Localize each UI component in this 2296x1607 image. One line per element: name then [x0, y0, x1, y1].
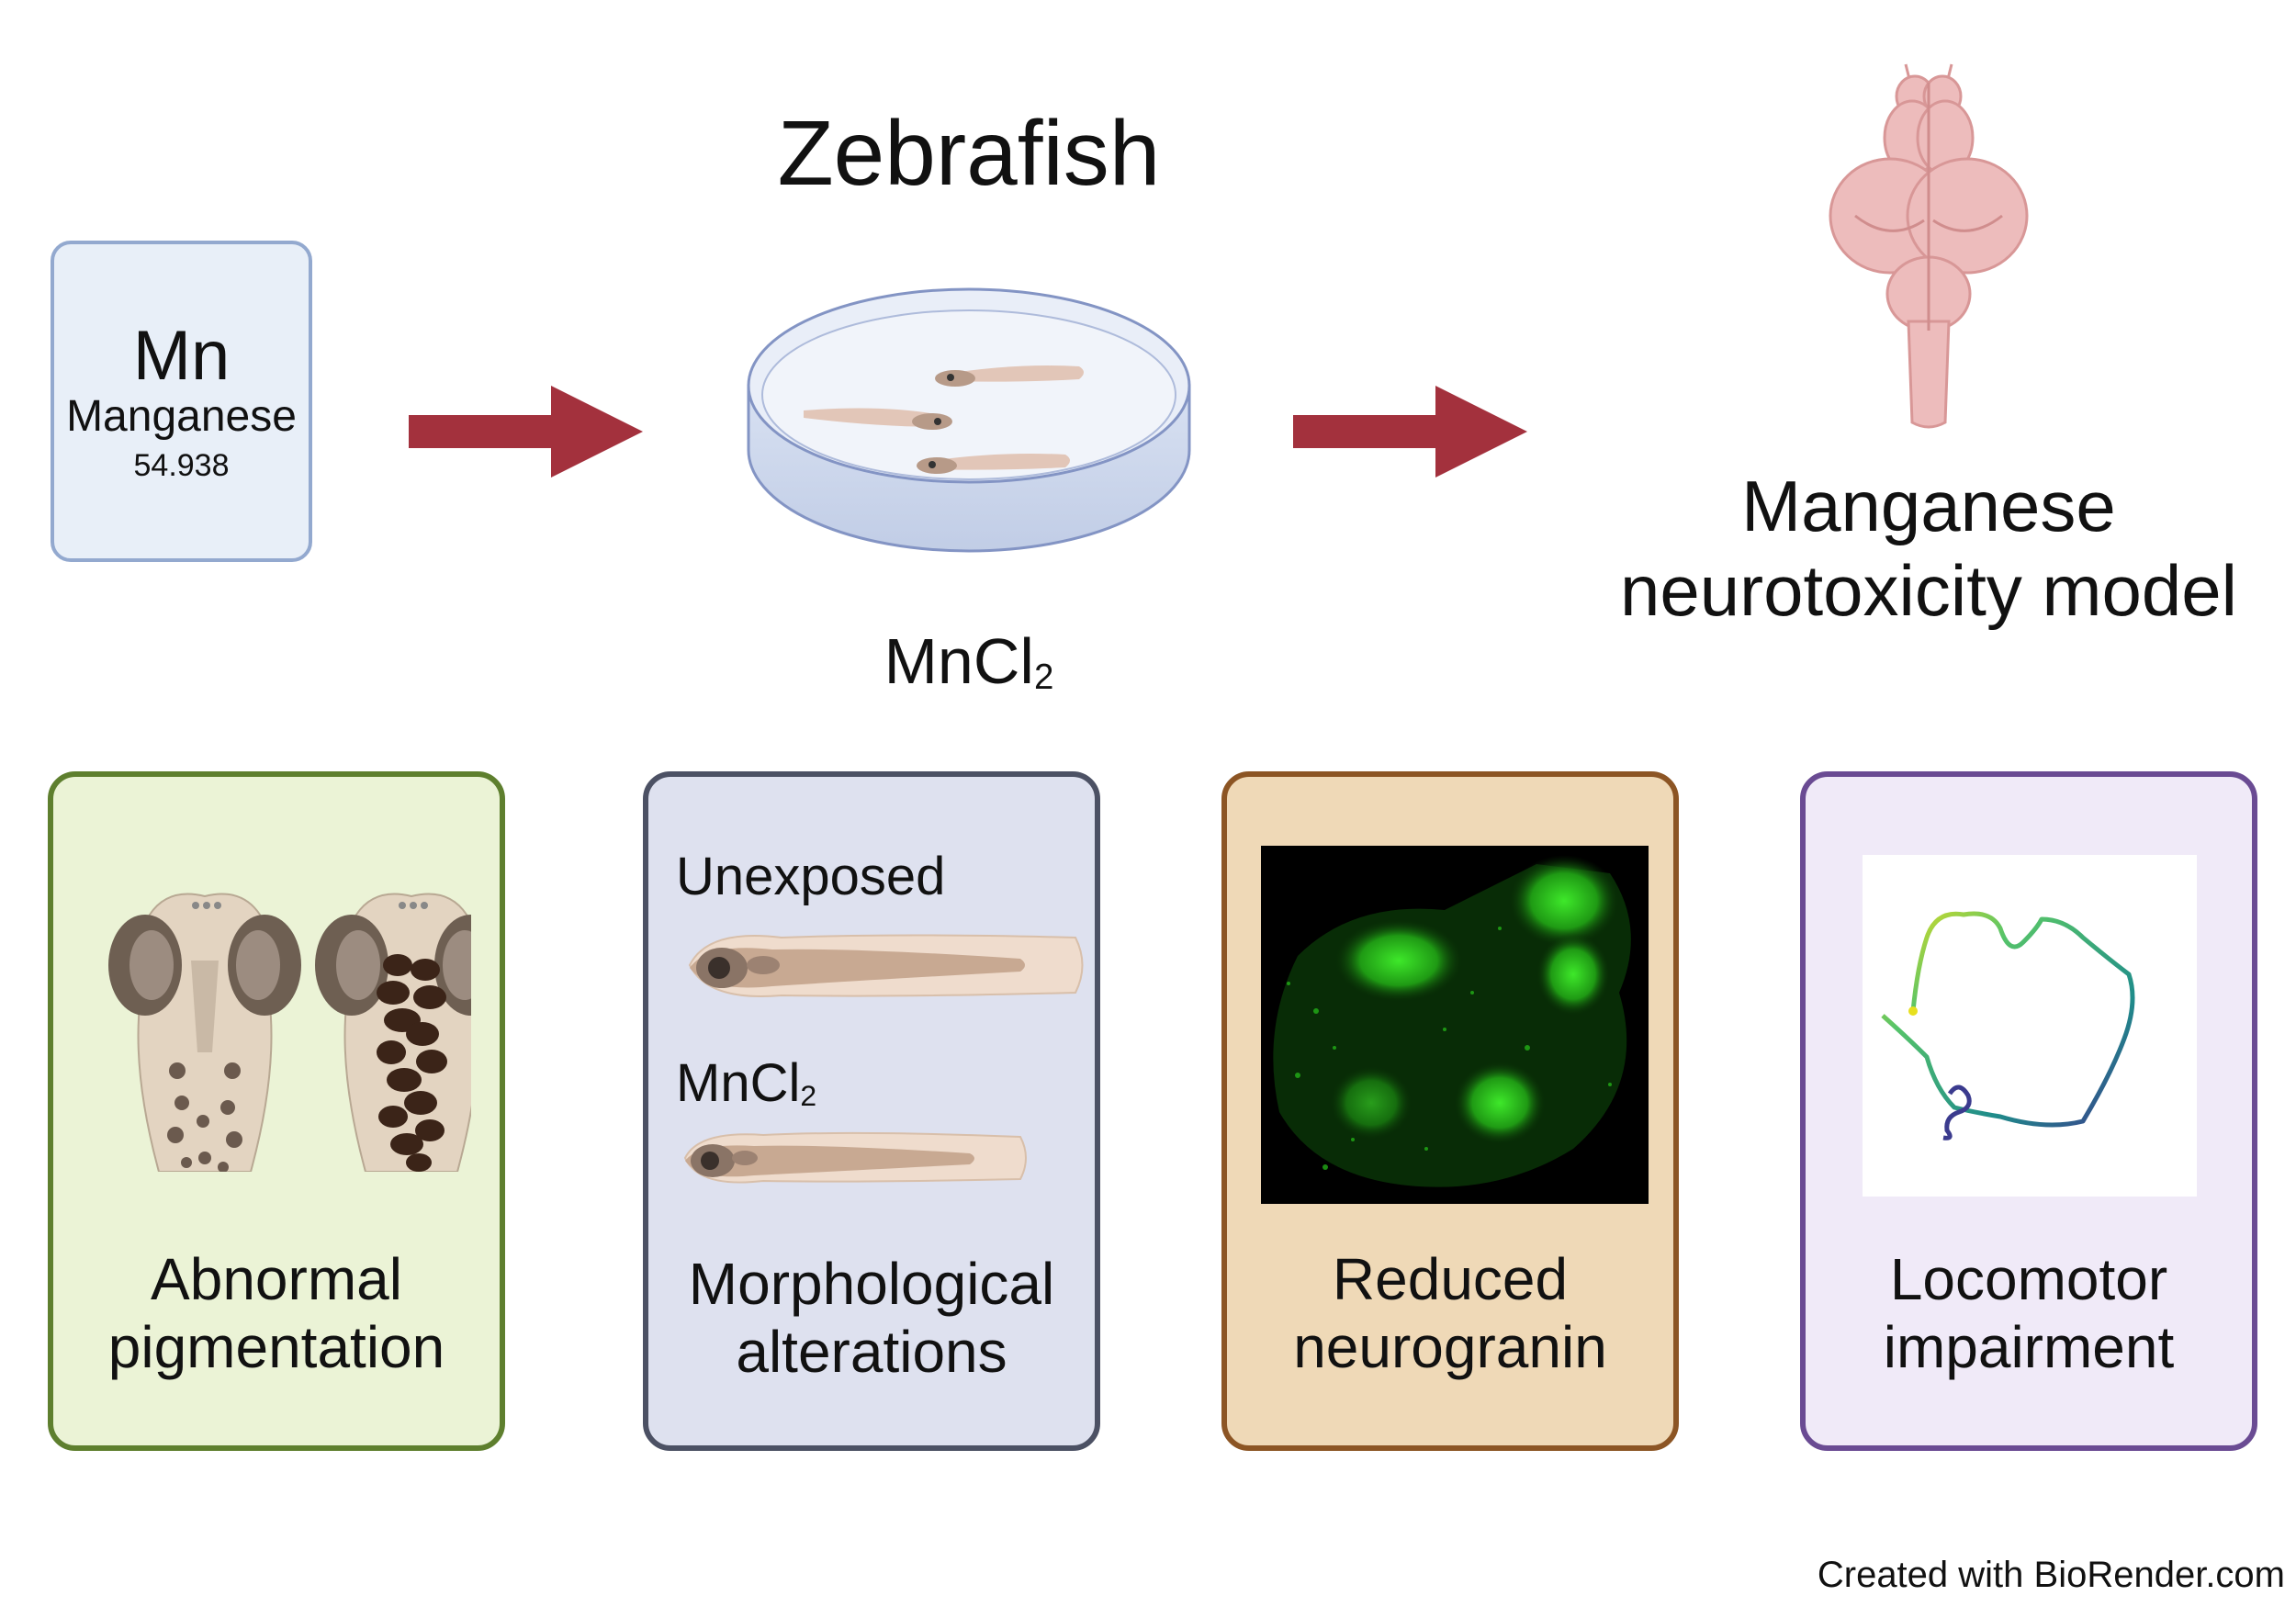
footer-credit: Created with BioRender.com — [1817, 1555, 2285, 1595]
card-label-line1: Morphological — [688, 1251, 1055, 1317]
card-label-line2: impairment — [1883, 1314, 2175, 1380]
swim-trajectory-plot — [1863, 855, 2197, 1197]
larva-icon — [917, 454, 1070, 474]
larva-unexposed-icon — [688, 934, 1084, 997]
model-title-line2: neurotoxicity model — [1620, 550, 2237, 631]
element-atomic-mass: 54.938 — [133, 448, 230, 483]
compound-base: MnCl — [884, 625, 1034, 697]
compound-label: MnCl2 — [785, 624, 1153, 698]
larva-icon — [935, 365, 1084, 387]
element-tile: Mn Manganese 54.938 — [51, 241, 312, 562]
card-morphological-alterations: Unexposed MnCl2 Morphological alteration… — [643, 771, 1100, 1451]
arrow-right-icon — [1293, 386, 1527, 478]
card-label-line1: Abnormal — [151, 1246, 402, 1312]
card-abnormal-pigmentation: Abnormal pigmentation — [48, 771, 505, 1451]
compound-subscript: 2 — [1033, 657, 1054, 697]
card-label-line2: neurogranin — [1293, 1314, 1607, 1380]
element-name: Manganese — [66, 392, 297, 441]
brain-icon — [1829, 63, 2029, 429]
mncl2-label: MnCl2 — [676, 1052, 816, 1114]
card-label: Morphological alterations — [648, 1250, 1095, 1386]
fluorescence-micrograph-image — [1261, 846, 1649, 1204]
larva-exposed-icon — [683, 1131, 1027, 1184]
arrow-right-icon — [409, 386, 643, 478]
mncl2-label-subscript: 2 — [800, 1078, 817, 1112]
model-title: Manganese neurotoxicity model — [1561, 464, 2296, 633]
card-label: Abnormal pigmentation — [53, 1245, 500, 1381]
diagram-title: Zebrafish — [777, 102, 1161, 205]
card-label-line2: alterations — [736, 1319, 1007, 1385]
card-label-line1: Reduced — [1332, 1246, 1569, 1312]
card-reduced-neurogranin: Reduced neurogranin — [1221, 771, 1679, 1451]
card-label-line2: pigmentation — [107, 1314, 445, 1380]
card-locomotor-impairment: Locomotor impairment — [1800, 771, 2257, 1451]
card-label: Reduced neurogranin — [1227, 1245, 1673, 1381]
unexposed-label: Unexposed — [676, 847, 946, 906]
element-symbol: Mn — [132, 317, 231, 395]
card-label: Locomotor impairment — [1806, 1245, 2252, 1381]
card-label-line1: Locomotor — [1889, 1246, 2168, 1312]
model-title-line1: Manganese — [1741, 466, 2116, 546]
larva-icon — [804, 408, 952, 430]
larva-head-dorsal-icon — [108, 893, 471, 1172]
mncl2-label-base: MnCl — [676, 1053, 801, 1113]
petri-dish-icon — [747, 287, 1191, 553]
